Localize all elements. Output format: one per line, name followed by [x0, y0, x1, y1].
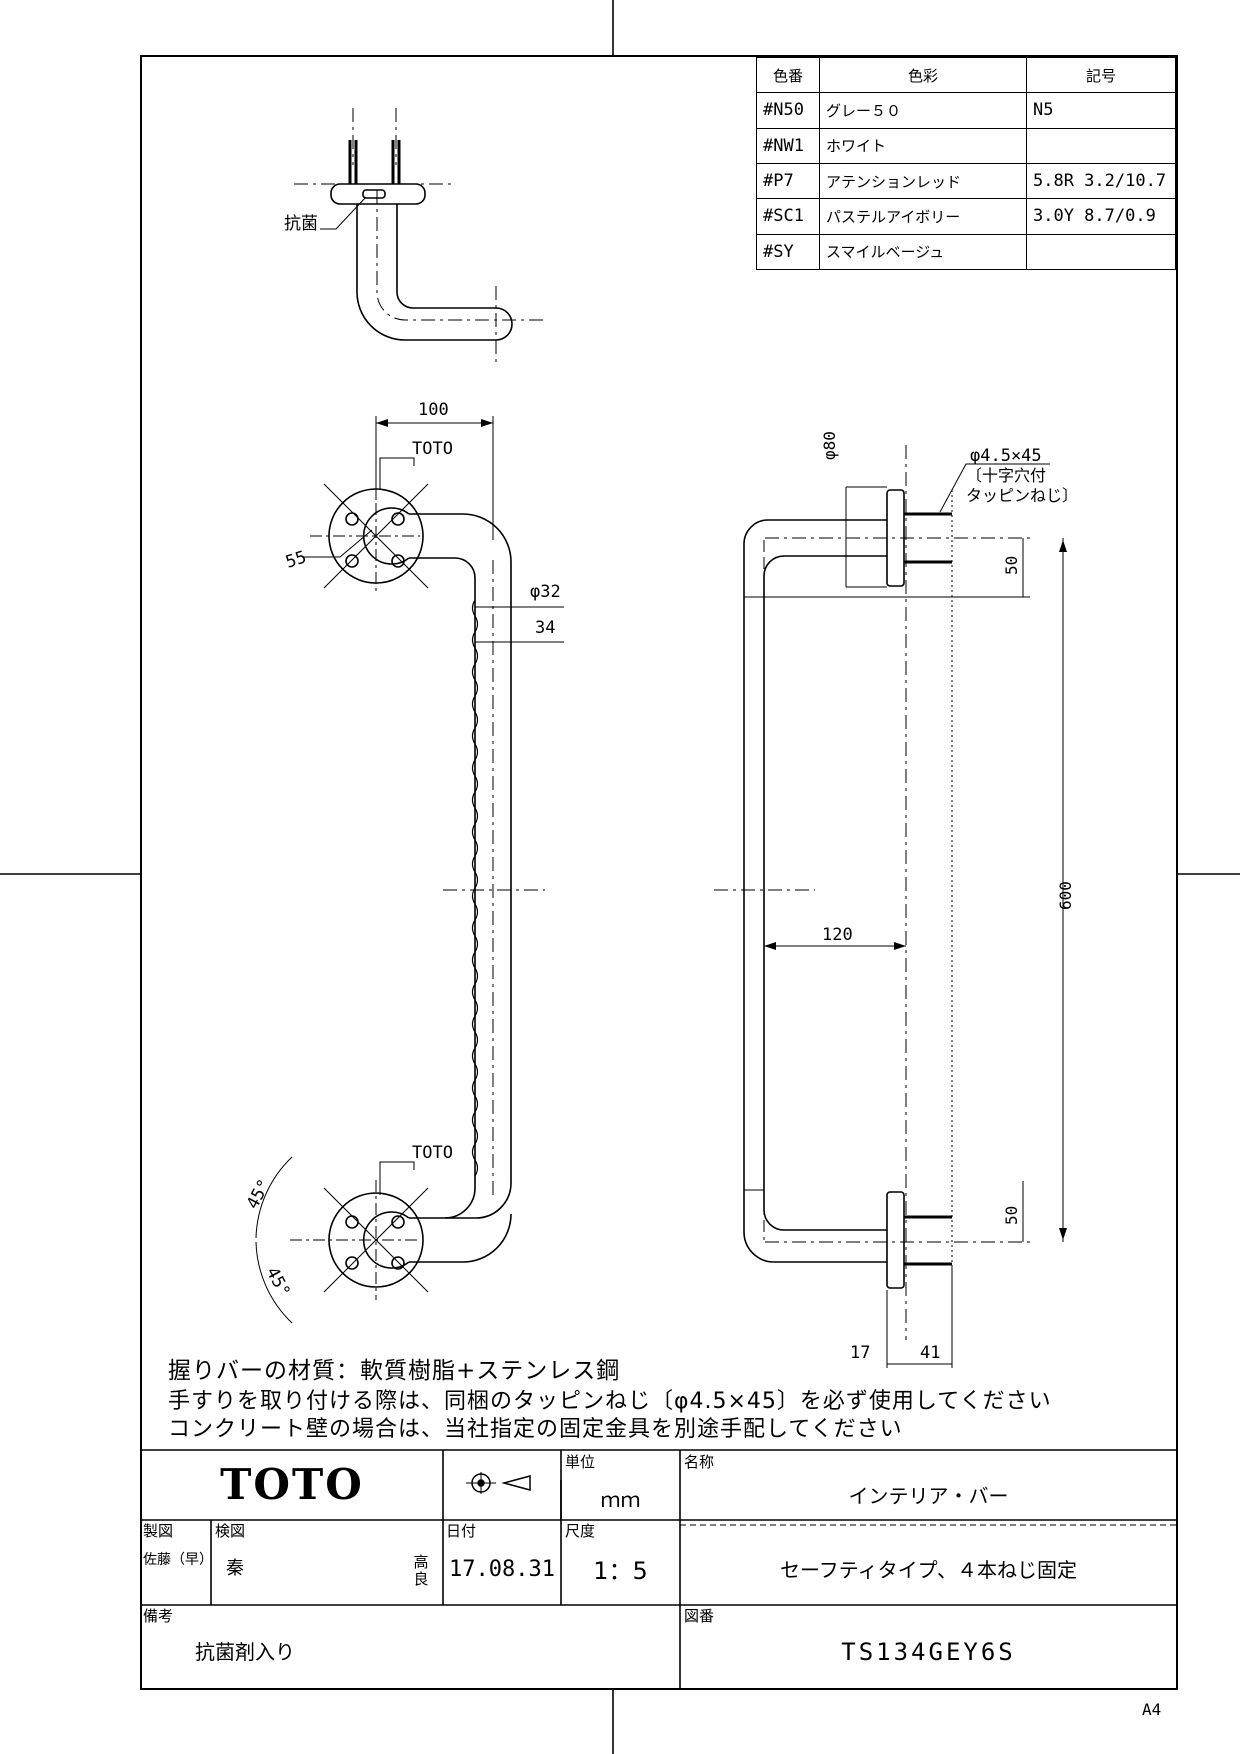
top-view [294, 108, 545, 364]
side-view [714, 445, 1067, 1368]
unit-value: ｍｍ [600, 1488, 641, 1512]
grip-texture [471, 599, 479, 1177]
projection-symbol-icon [466, 1472, 531, 1494]
color-symbol [1026, 127, 1176, 164]
color-name: スマイルベージュ [819, 233, 1027, 271]
dimension-41: 41 [920, 1343, 941, 1363]
drawing-border [140, 55, 1178, 1690]
screw-spec-line2: 〔十字穴付 [966, 466, 1047, 485]
front-view [255, 416, 564, 1324]
date-value: 17.08.31 [449, 1557, 555, 1582]
color-code: #SY [756, 233, 820, 271]
remarks-label: 備考 [143, 1607, 174, 1625]
color-symbol: 5.8R 3.2/10.7 [1026, 162, 1176, 200]
color-table-row: #N50 グレー５０ N5 [756, 92, 1176, 129]
dimension-17: 17 [850, 1343, 871, 1363]
scale-label: 尺度 [565, 1522, 596, 1540]
name-label: 名称 [684, 1453, 715, 1471]
color-symbol: 3.0Y 8.7/0.9 [1026, 198, 1176, 235]
color-name: グレー５０ [819, 92, 1027, 129]
note-install-screws: 手すりを取り付ける際は、同梱のタッピンねじ〔φ4.5×45〕を必ず使用してくださ… [168, 1389, 1052, 1414]
checked-by: 秦 [226, 1558, 244, 1579]
color-code: #NW1 [756, 127, 820, 164]
paper-size: A4 [1142, 1700, 1162, 1719]
color-table-header: 色番 色彩 記号 [756, 56, 1176, 94]
remarks-value: 抗菌剤入り [195, 1640, 295, 1664]
toto-mark-label-bottom: TOTO [412, 1143, 453, 1163]
drafted-by: 佐藤（早） [143, 1552, 213, 1568]
color-symbol [1026, 233, 1176, 271]
antibacterial-label: 抗菌 [284, 214, 318, 234]
color-name: アテンションレッド [819, 162, 1027, 200]
dimension-32: φ32 [530, 582, 561, 602]
dimension-100: 100 [418, 400, 449, 420]
dimension-80: φ80 [820, 431, 839, 460]
dimension-50-bottom: 50 [1002, 1205, 1021, 1225]
color-table-row: #SY スマイルベージュ [756, 233, 1176, 271]
color-table: 色番 色彩 記号 #N50 グレー５０ N5 #NW1 ホワイト #P7 アテン… [756, 56, 1176, 271]
color-code: #N50 [756, 92, 820, 129]
drawing-number: TS134GEY6S [841, 1638, 1016, 1666]
color-table-row: #NW1 ホワイト [756, 127, 1176, 164]
unit-label: 単位 [565, 1453, 596, 1471]
note-material: 握りバーの材質：軟質樹脂+ステンレス鋼 [168, 1358, 621, 1384]
color-table-row: #SC1 パステルアイボリー 3.0Y 8.7/0.9 [756, 198, 1176, 235]
color-table-row: #P7 アテンションレッド 5.8R 3.2/10.7 [756, 162, 1176, 200]
color-name: パステルアイボリー [819, 198, 1027, 235]
color-symbol-header: 記号 [1026, 56, 1176, 94]
color-code-header: 色番 [756, 56, 820, 94]
color-symbol: N5 [1026, 92, 1176, 129]
toto-mark-label-top: TOTO [412, 439, 453, 459]
drafted-label: 製図 [143, 1522, 174, 1540]
note-concrete-wall: コンクリート壁の場合は、当社指定の固定金具を別途手配してください [168, 1417, 903, 1442]
color-code: #P7 [756, 162, 820, 200]
dimension-34: 34 [535, 618, 556, 638]
scale-value: 1：5 [593, 1557, 648, 1585]
checked-label: 検図 [215, 1522, 246, 1540]
product-subtitle: セーフティタイプ、４本ねじ固定 [780, 1558, 1077, 1582]
dimension-120: 120 [822, 925, 853, 945]
dimension-50-top: 50 [1002, 555, 1021, 575]
dimension-600: 600 [1056, 881, 1075, 910]
brand-logo: TOTO [220, 1460, 364, 1509]
product-name: インテリア・バー [848, 1484, 1009, 1508]
drawing-number-label: 図番 [684, 1607, 715, 1625]
color-name-header: 色彩 [819, 56, 1027, 94]
title-block-frame [141, 1449, 1177, 1689]
screw-spec-line3: タッピンねじ〕 [966, 486, 1079, 505]
screw-spec-line1: φ4.5×45 [970, 446, 1042, 466]
approved-by: 高良 [413, 1553, 429, 1589]
date-label: 日付 [446, 1522, 477, 1540]
color-name: ホワイト [819, 127, 1027, 164]
color-code: #SC1 [756, 198, 820, 235]
